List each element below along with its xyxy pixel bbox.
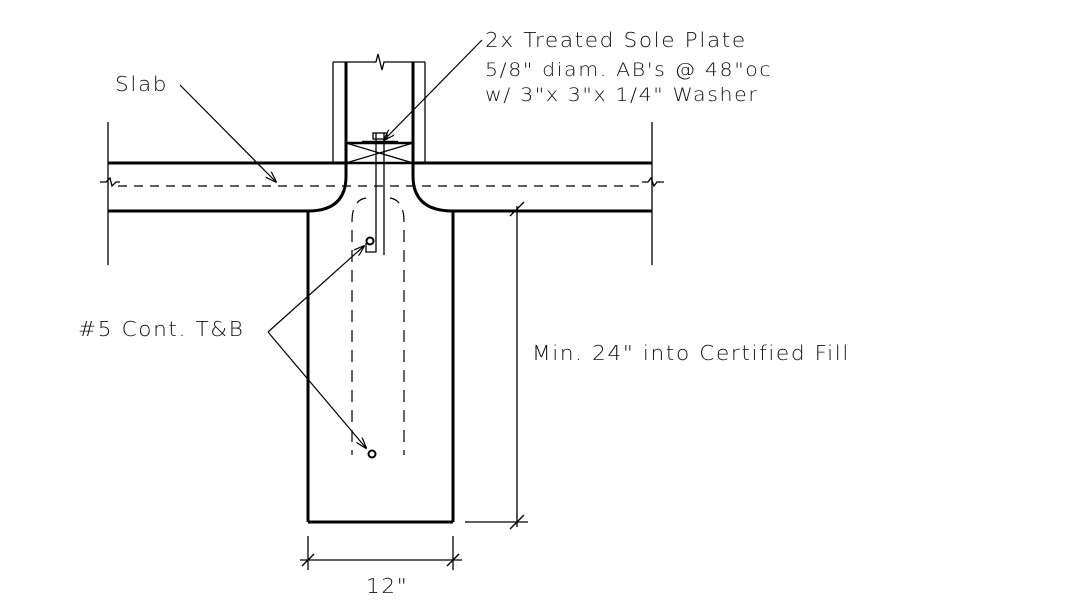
washer-label: w/ 3"x 3"x 1/4" Washer bbox=[485, 84, 759, 106]
rebar-bars bbox=[365, 236, 377, 459]
sole-plate-leader bbox=[384, 39, 483, 140]
top-rebar bbox=[365, 236, 375, 246]
slab-leader bbox=[179, 84, 276, 182]
slab bbox=[108, 161, 652, 213]
depth-label: Min. 24" into Certified Fill bbox=[532, 341, 851, 365]
depth-dimension bbox=[465, 201, 528, 530]
bottom-rebar bbox=[367, 449, 377, 459]
bottom-rebar-leader bbox=[267, 331, 366, 448]
slab-break-lines bbox=[100, 122, 664, 265]
footing-dashed-stirrup bbox=[351, 197, 405, 455]
anchor-bolt bbox=[362, 132, 398, 255]
leader-lines bbox=[179, 39, 483, 448]
sole-plate-label: 2x Treated Sole Plate bbox=[485, 28, 747, 52]
sole-plate bbox=[344, 141, 415, 165]
top-rebar-leader bbox=[267, 246, 364, 333]
slab-label: Slab bbox=[115, 72, 169, 96]
width-label: 12" bbox=[366, 574, 409, 598]
width-dimension bbox=[300, 536, 462, 570]
footing bbox=[306, 211, 455, 524]
rebar-label: #5 Cont. T&B bbox=[78, 317, 245, 341]
anchor-bolt-label: 5/8" diam. AB's @ 48"oc bbox=[485, 59, 773, 81]
